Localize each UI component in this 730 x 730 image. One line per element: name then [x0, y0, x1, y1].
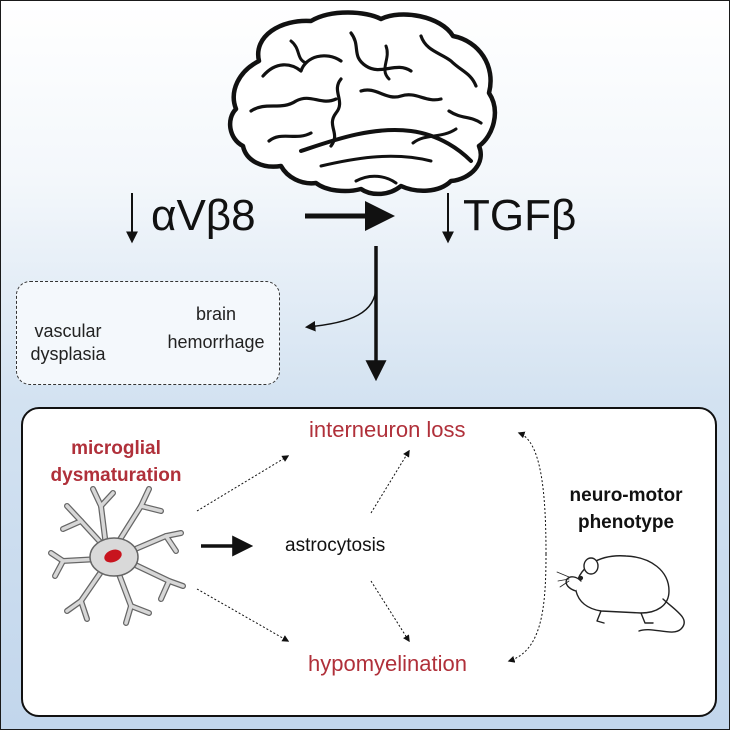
brain-label-line1: brain: [195, 304, 237, 324]
brain-label-line2: hemorrhage: [167, 332, 265, 352]
hypomyelination-label: hypomyelination: [308, 651, 467, 676]
phenotype-to-hypomyelination-arrow-fg: [507, 553, 547, 663]
microglia-to-interneuron-arrow-fg: [196, 455, 290, 512]
microglia-cell-icon: [48, 486, 186, 626]
phenotype-label-line1: neuro-motor: [569, 485, 683, 506]
astrocytosis-to-interneuron-arrow-fg: [370, 449, 410, 514]
phenotype-to-interneuron-arrow-fg: [517, 431, 547, 555]
branch-arrow-to-hemorrhage: [304, 285, 377, 332]
tgfb-label: TGFβ: [463, 191, 577, 240]
astrocytosis-label: astrocytosis: [285, 535, 386, 556]
avb8-label: αVβ8: [151, 191, 256, 240]
vascular-label-line1: vascular: [34, 321, 102, 341]
microglia-label-line1: microglial: [71, 438, 161, 459]
mouse-icon: [556, 555, 685, 633]
brain-icon: [227, 10, 498, 197]
interneuron-loss-label: interneuron loss: [309, 417, 466, 442]
astrocytosis-to-hypomyelination-arrow-fg: [370, 580, 410, 643]
microglia-label-line2: dysmaturation: [50, 465, 182, 486]
phenotype-label-line2: phenotype: [577, 512, 675, 533]
microglia-to-hypomyelination-arrow-fg: [196, 588, 290, 642]
vascular-label-line2: dysplasia: [30, 344, 106, 364]
hemorrhage-box: [16, 281, 280, 385]
